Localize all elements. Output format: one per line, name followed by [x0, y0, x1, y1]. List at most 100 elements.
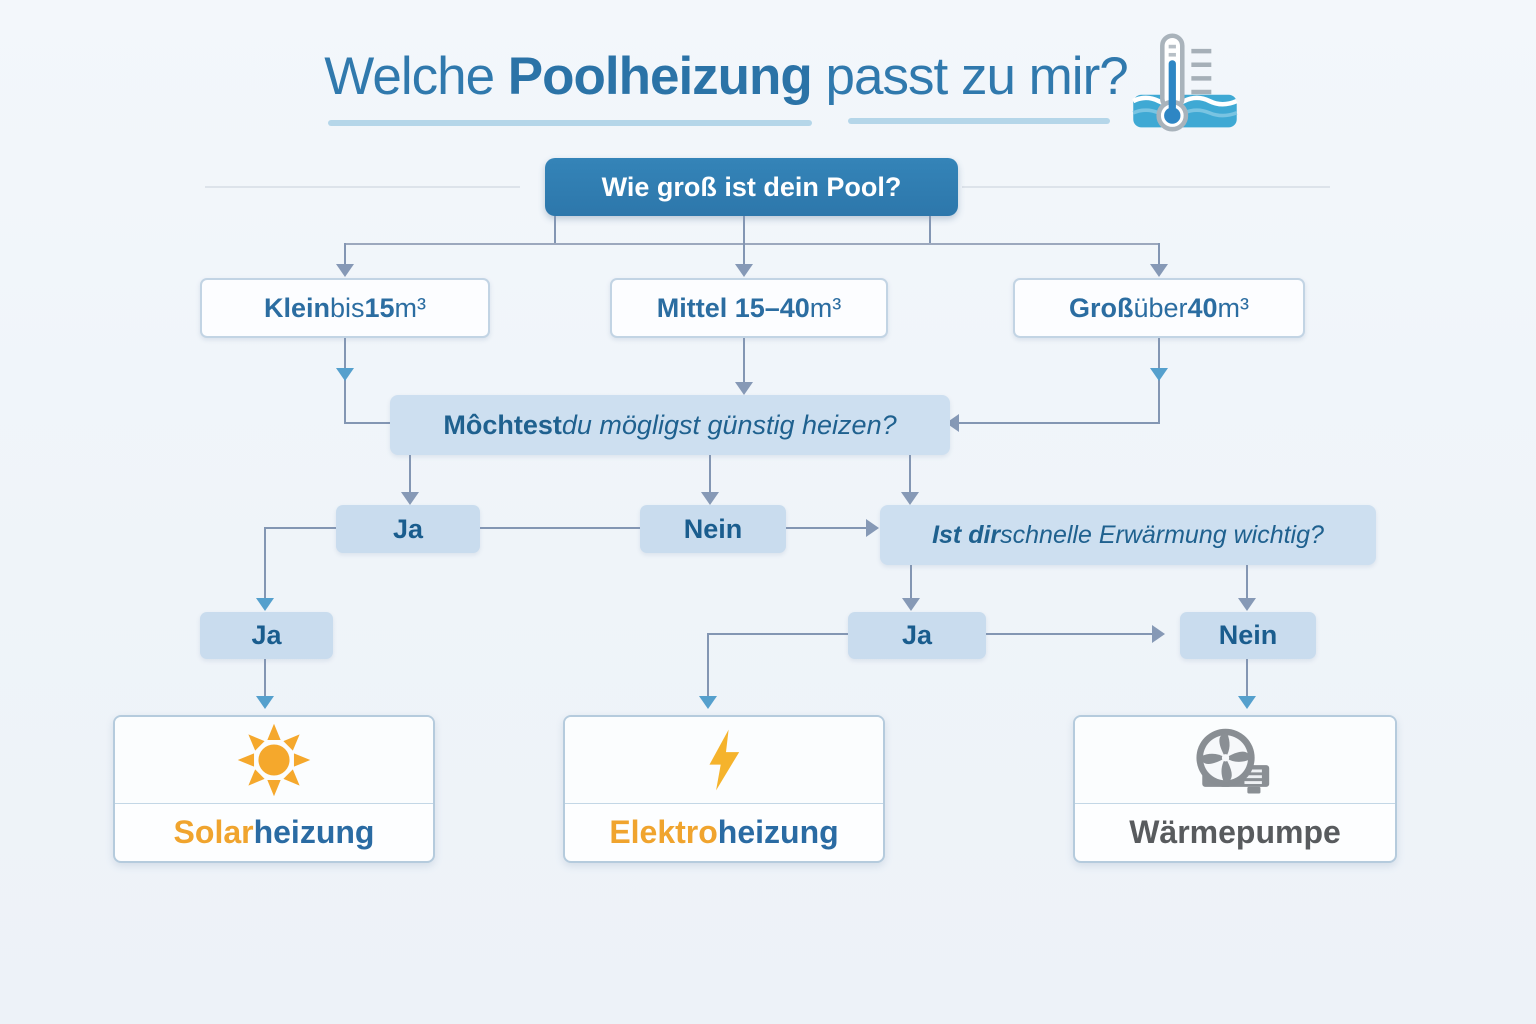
question-fast-bold: Ist dir [932, 520, 1001, 549]
divider-left [205, 186, 520, 188]
arrow-down-icon [256, 598, 274, 611]
connector [910, 565, 912, 598]
title-highlight: Poolheizung [507, 47, 813, 106]
arrow-down-icon [735, 382, 753, 395]
question-cheap-box: Môchtest du mögligst günstig heizen? [390, 395, 950, 455]
heat-pump-icon [1196, 728, 1270, 794]
connector [344, 422, 392, 424]
arrow-down-icon [701, 492, 719, 505]
connector [409, 455, 411, 492]
pool-thermometer-icon [1132, 33, 1238, 132]
arrow-down-icon [902, 598, 920, 611]
arrow-down-icon [735, 264, 753, 277]
result-solar-icon-area [115, 717, 433, 804]
size-klein-value: 15 [364, 292, 395, 323]
size-option-klein: Klein bis 15 m³ [200, 278, 490, 338]
connector [344, 243, 346, 265]
arrow-down-icon [1238, 598, 1256, 611]
size-klein-unit: m³ [394, 292, 427, 323]
result-waermepumpe: Wärmepumpe [1073, 715, 1397, 863]
connector [743, 243, 745, 265]
result-waermepumpe-icon-area [1075, 717, 1395, 804]
arrow-right-icon [1152, 625, 1165, 643]
size-mittel-bold: Mittel 15–40 [656, 292, 810, 323]
size-gross-text: über [1133, 292, 1188, 323]
answer-ja-2-label: Ja [251, 620, 282, 650]
divider-right [962, 186, 1330, 188]
connector [709, 455, 711, 492]
arrow-down-icon [256, 696, 274, 709]
size-klein-bold: Klein [263, 292, 330, 323]
connector [909, 455, 911, 492]
arrow-down-icon [401, 492, 419, 505]
answer-ja-3-label: Ja [901, 620, 933, 650]
connector [986, 633, 1152, 635]
answer-nein-1: Nein [640, 505, 786, 553]
connector [707, 633, 848, 635]
size-gross-bold: Groß [1068, 292, 1134, 323]
connector [707, 633, 709, 696]
connector [554, 216, 556, 244]
arrow-down-icon [336, 368, 354, 381]
result-elektro-icon-area [565, 717, 883, 804]
question-fast-rest: schnelle Erwärmung wichtig? [1000, 520, 1324, 549]
arrow-down-icon [1238, 696, 1256, 709]
answer-ja-2: Ja [200, 612, 333, 659]
arrow-down-icon [699, 696, 717, 709]
connector [1158, 338, 1160, 424]
connector [480, 527, 640, 529]
size-mittel-unit: m³ [809, 292, 842, 323]
connector [958, 422, 1160, 424]
page-title: Welche Poolheizung passt zu mir? [0, 46, 1452, 107]
question-fast-box: Ist dir schnelle Erwärmung wichtig? [880, 505, 1376, 565]
result-elektro-accent: Elektro [609, 814, 718, 850]
answer-ja-3: Ja [848, 612, 986, 659]
connector [264, 659, 266, 696]
size-gross-value: 40 [1187, 292, 1218, 323]
arrow-down-icon [901, 492, 919, 505]
connector [1246, 659, 1248, 696]
result-waermepumpe-label: Wärmepumpe [1075, 804, 1395, 861]
root-question-box: Wie groß ist dein Pool? [545, 158, 958, 216]
result-solar-rest: heizung [253, 814, 375, 850]
answer-nein-1-label: Nein [683, 513, 743, 544]
root-question-label: Wie groß ist dein Pool? [601, 171, 902, 202]
sun-icon [237, 723, 311, 797]
result-solar-accent: Solar [173, 814, 254, 850]
answer-nein-2: Nein [1180, 612, 1316, 659]
connector [264, 527, 336, 529]
connector [743, 216, 745, 244]
size-option-gross: Groß über 40 m³ [1013, 278, 1305, 338]
answer-ja-1-label: Ja [392, 513, 424, 544]
arrow-right-icon [866, 519, 879, 537]
connector [743, 338, 745, 382]
connector [1246, 565, 1248, 598]
size-option-mittel: Mittel 15–40 m³ [610, 278, 888, 338]
connector [929, 216, 931, 244]
result-waermepumpe-text: Wärmepumpe [1129, 814, 1341, 850]
title-prefix: Welche [324, 47, 508, 106]
result-elektro-rest: heizung [717, 814, 839, 850]
size-klein-text: bis [329, 292, 365, 323]
lightning-icon [709, 729, 740, 791]
connector [344, 338, 346, 424]
arrow-down-icon [336, 264, 354, 277]
question-cheap-rest: du mögligst günstig heizen? [561, 409, 897, 440]
connector-bus [344, 243, 1160, 245]
answer-ja-1: Ja [336, 505, 480, 553]
answer-nein-2-label: Nein [1218, 620, 1278, 650]
arrow-down-icon [1150, 264, 1168, 277]
connector [786, 527, 866, 529]
connector [1158, 243, 1160, 265]
question-cheap-bold: Môchtest [443, 409, 562, 440]
title-suffix: passt zu mir? [811, 47, 1129, 106]
arrow-down-icon [1150, 368, 1168, 381]
title-underline-left [328, 120, 812, 126]
size-gross-unit: m³ [1217, 292, 1250, 323]
connector [264, 527, 266, 598]
